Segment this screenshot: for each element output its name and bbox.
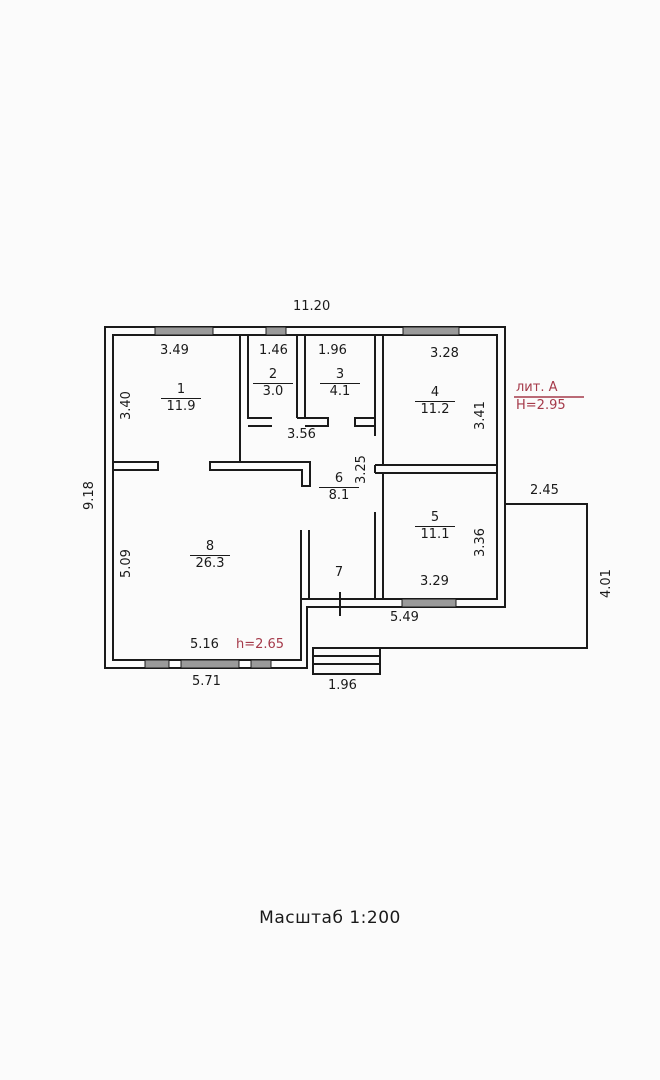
room6-area: 8.1 — [319, 487, 359, 503]
window-room5-bottom — [401, 598, 457, 608]
window-room1-top — [154, 326, 214, 336]
room1-number: 1 — [176, 382, 186, 397]
window-room2-top — [265, 326, 287, 336]
room8-number: 8 — [205, 539, 215, 554]
partition-1-8 — [113, 461, 311, 487]
window-room8-mid — [180, 659, 240, 669]
dim-bottom-width: 5.71 — [192, 674, 221, 689]
room5-number: 5 — [430, 510, 440, 525]
dim-room4-width: 3.28 — [430, 346, 459, 361]
window-room8-right — [250, 659, 272, 669]
room4-number: 4 — [430, 385, 440, 400]
room3-number: 3 — [335, 367, 345, 382]
partition-8-6 — [300, 530, 310, 660]
annex-outline — [313, 503, 588, 649]
dim-corridor-width: 3.56 — [287, 427, 316, 442]
dim-room8-height: 5.09 — [119, 549, 134, 578]
dim-room4-height: 3.41 — [473, 401, 488, 430]
dim-overall-width: 11.20 — [293, 299, 331, 314]
partition-5-7 — [374, 473, 384, 599]
room2-area: 3.0 — [253, 383, 293, 399]
porch-steps — [312, 647, 381, 675]
room3-area: 4.1 — [320, 383, 360, 399]
partition-2-3 — [296, 335, 329, 427]
lit-label: лит. А — [516, 380, 558, 395]
dim-room3-width: 1.96 — [318, 343, 347, 358]
dim-room1-width: 3.49 — [160, 343, 189, 358]
room8-area: 26.3 — [190, 555, 230, 571]
room2-number: 2 — [268, 367, 278, 382]
partition-3-4 — [354, 335, 384, 465]
dim-room2-width: 1.46 — [259, 343, 288, 358]
dim-room1-height: 3.40 — [119, 391, 134, 420]
window-room4-top — [402, 326, 460, 336]
room7-number: 7 — [334, 565, 344, 580]
height-low: h=2.65 — [236, 637, 285, 652]
dim-annex-width: 2.45 — [530, 483, 559, 498]
dim-room5-height: 3.36 — [473, 528, 488, 557]
dim-overall-height: 9.18 — [82, 481, 97, 510]
room5-area: 11.1 — [415, 526, 455, 542]
partition-1-2 — [239, 335, 272, 462]
dim-room5-width: 3.29 — [420, 574, 449, 589]
room4-area: 11.2 — [415, 401, 455, 417]
exterior-wall-outer — [104, 326, 506, 669]
scale-caption: Масштаб 1:200 — [259, 908, 401, 928]
room1-area: 11.9 — [161, 398, 201, 414]
dim-annex-wall: 5.49 — [390, 610, 419, 625]
window-room8-left — [144, 659, 170, 669]
dim-room8-width: 5.16 — [190, 637, 219, 652]
room6-number: 6 — [334, 471, 344, 486]
dim-annex-height: 4.01 — [599, 569, 614, 598]
dim-porch-width: 1.96 — [328, 678, 357, 693]
height-main: Н=2.95 — [516, 398, 566, 413]
partition-4-5 — [374, 464, 497, 474]
